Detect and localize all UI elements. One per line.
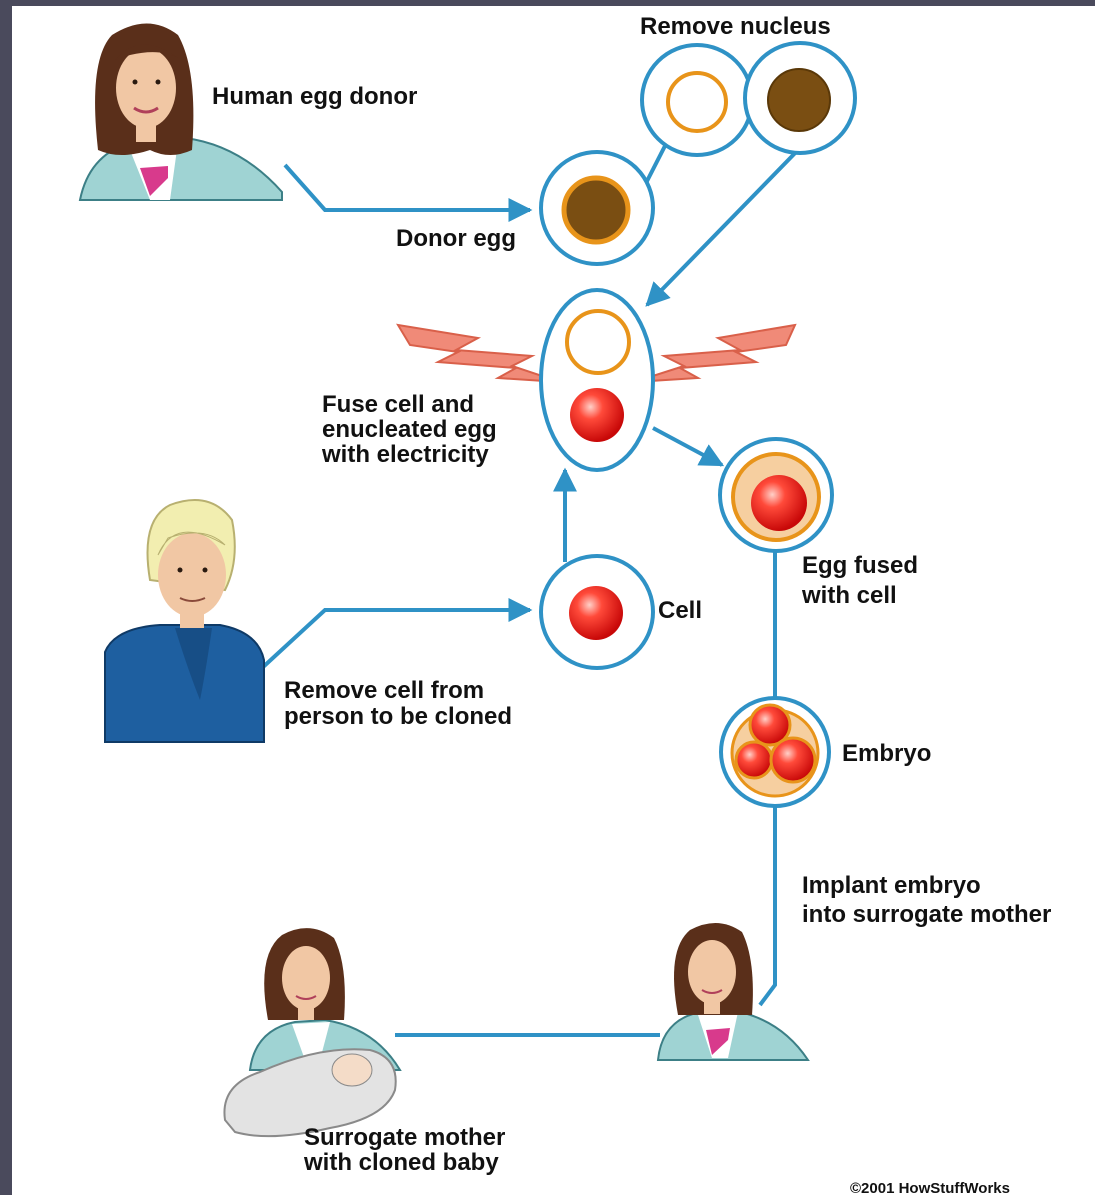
label-fuse-line2: enucleated egg <box>322 416 497 443</box>
donor-egg-to-enucleated-line <box>643 139 670 186</box>
cloning-process-diagram: Human egg donor Remove nucleus Donor egg… <box>78 13 1051 1195</box>
person-to-be-cloned-man-icon <box>104 499 265 743</box>
label-fuse-line3: with electricity <box>321 441 489 468</box>
removed-nucleus-cell <box>743 41 857 155</box>
donor-egg-cell <box>539 150 655 266</box>
label-surrogate-line2: with cloned baby <box>303 1149 499 1176</box>
donor-to-egg-arrow <box>283 163 533 222</box>
fusion-cell <box>539 288 655 472</box>
person-to-cell-arrow <box>260 598 533 670</box>
label-remove-cell-line1: Remove cell from <box>284 677 484 704</box>
body-cell <box>539 554 655 670</box>
nucleus-to-fusion-arrow <box>645 146 802 307</box>
right-spark-icon <box>633 323 797 383</box>
embryo-to-surrogate-line <box>758 805 777 1007</box>
diagram-canvas: Human egg donor Remove nucleus Donor egg… <box>12 6 1095 1195</box>
embryo-cell <box>719 696 831 808</box>
label-cell: Cell <box>658 597 702 624</box>
label-remove-nucleus: Remove nucleus <box>640 13 831 40</box>
fusion-to-fused-egg-arrow <box>652 426 725 467</box>
enucleated-egg-cell <box>640 43 754 157</box>
left-spark-icon <box>396 323 561 383</box>
label-implant-line1: Implant embryo <box>802 872 981 899</box>
flow-lines <box>260 139 802 1037</box>
egg-donor-woman-icon <box>78 23 283 201</box>
label-donor-egg: Donor egg <box>396 225 516 252</box>
fused-egg-cell <box>718 437 834 553</box>
label-human-egg-donor: Human egg donor <box>212 83 417 110</box>
surrogate-mother-with-baby-icon <box>223 928 402 1138</box>
copyright-notice: ©2001 HowStuffWorks <box>850 1180 1010 1195</box>
label-egg-fused-line1: Egg fused <box>802 552 918 579</box>
electric-sparks <box>396 323 797 383</box>
label-implant-line2: into surrogate mother <box>802 901 1051 928</box>
label-fuse-line1: Fuse cell and <box>322 391 474 418</box>
label-surrogate-line1: Surrogate mother <box>304 1124 505 1151</box>
label-embryo: Embryo <box>842 740 931 767</box>
label-remove-cell-line2: person to be cloned <box>284 703 512 730</box>
implant-surrogate-woman-icon <box>656 922 810 1061</box>
label-egg-fused-line2: with cell <box>801 582 897 609</box>
